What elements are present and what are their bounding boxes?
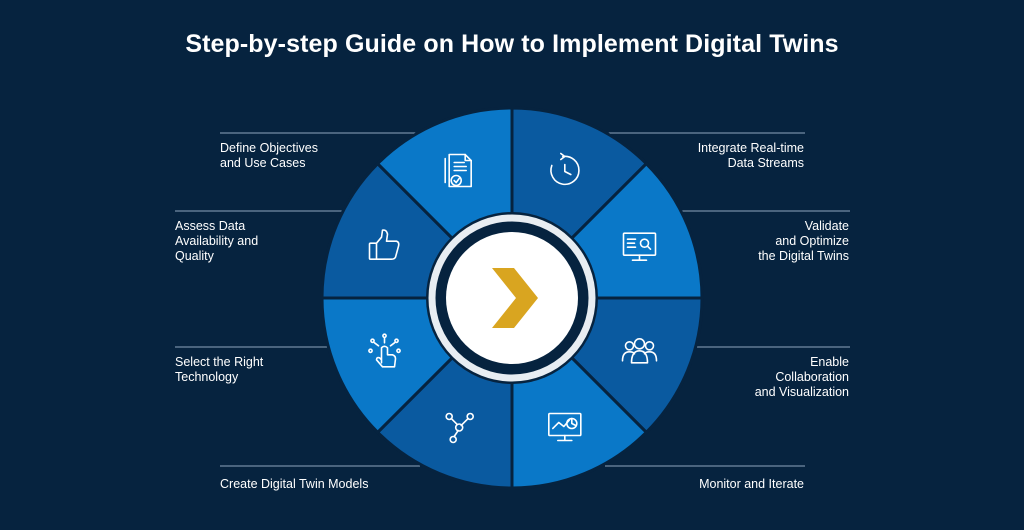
step-label-select-technology: Select the Right Technology <box>175 355 264 384</box>
center-ring <box>428 214 596 382</box>
step-label-enable-collaboration: Enable Collaboration and Visualization <box>754 355 849 399</box>
monitor-search-icon <box>622 232 657 261</box>
wheel-icons <box>368 152 658 444</box>
thumbs-up-icon <box>368 229 400 260</box>
clock-refresh-icon <box>550 152 580 186</box>
step-label-define-objectives: Define Objectives and Use Cases <box>220 141 318 170</box>
document-check-icon <box>444 153 472 188</box>
touch-select-icon <box>368 333 401 368</box>
step-label-create-models: Create Digital Twin Models <box>220 477 369 491</box>
step-label-integrate-streams: Integrate Real-time Data Streams <box>697 141 804 170</box>
step-label-validate-optimize: Validate and Optimize the Digital Twins <box>758 219 849 263</box>
step-label-assess-data: Assess Data Availability and Quality <box>175 219 259 263</box>
chevron-right-icon <box>492 268 538 328</box>
wheel-segments <box>320 106 704 490</box>
step-label-monitor-iterate: Monitor and Iterate <box>699 477 804 491</box>
network-nodes-icon <box>445 412 474 444</box>
connector-lines <box>175 132 850 467</box>
center-disc <box>446 232 578 364</box>
page-title: Step-by-step Guide on How to Implement D… <box>185 30 839 58</box>
team-icon <box>621 338 658 364</box>
monitor-analytics-icon <box>548 412 582 442</box>
